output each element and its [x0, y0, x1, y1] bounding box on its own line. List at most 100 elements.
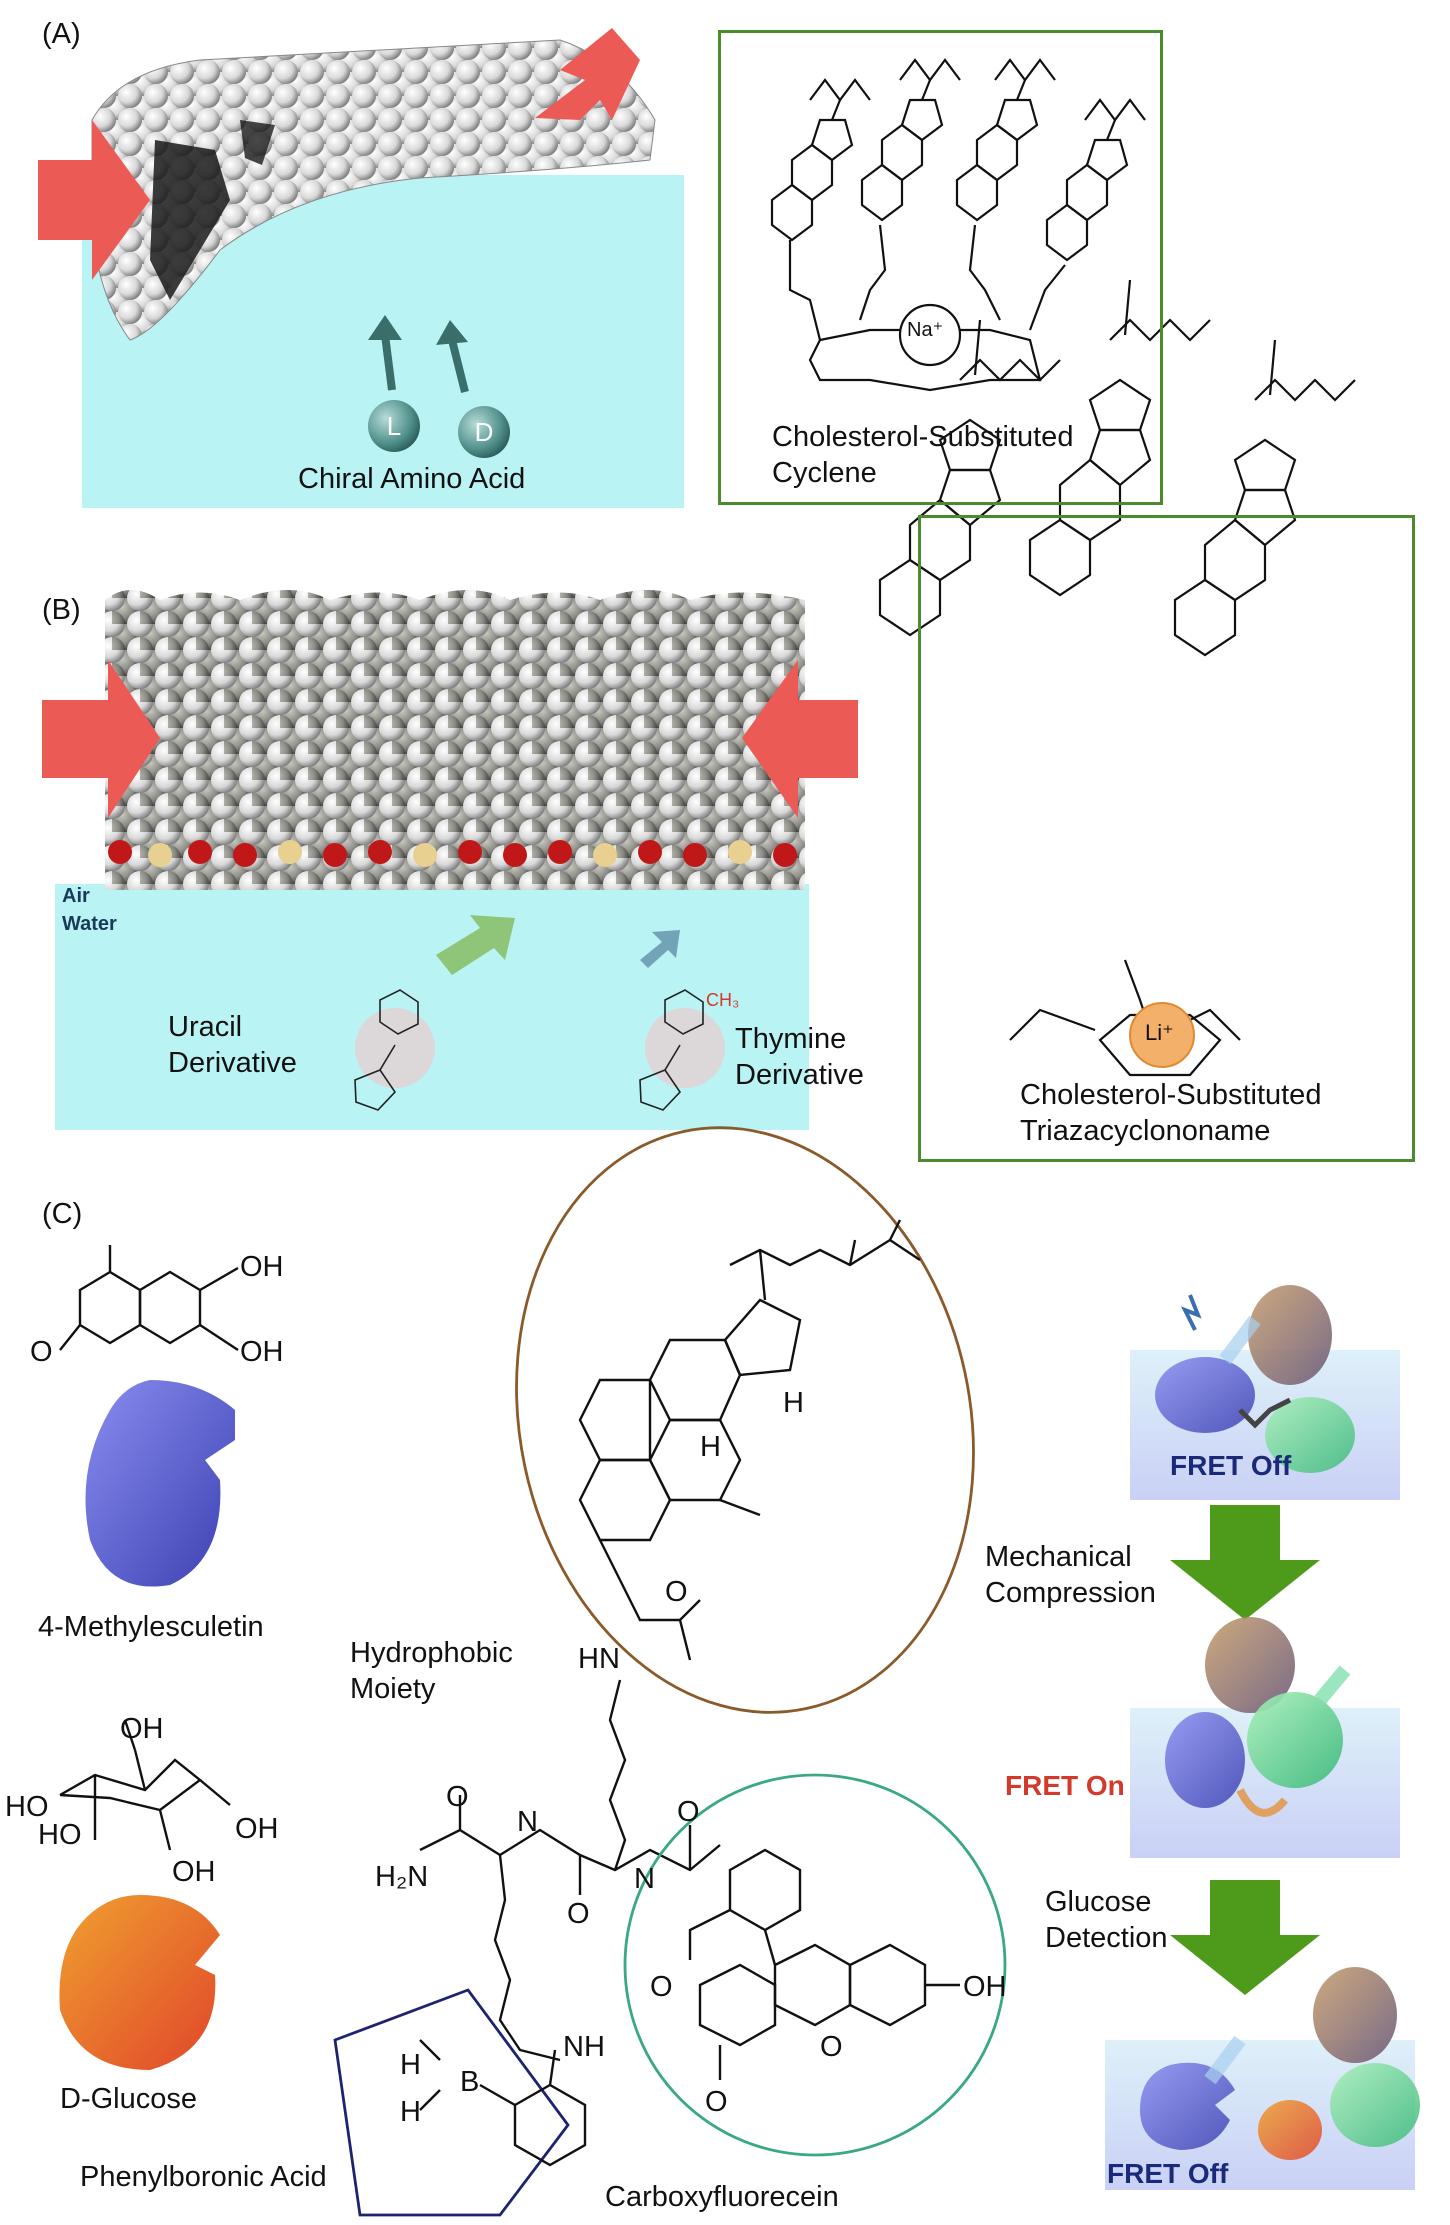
oh-label-5: OH	[235, 1813, 279, 1845]
fret-off-label-1: FRET Off	[1170, 1450, 1292, 1481]
amino-d-ball	[458, 406, 510, 458]
fret-on-label: FRET On	[1005, 1770, 1125, 1801]
fret2-acceptor	[1205, 1617, 1295, 1713]
cholesterol-structure	[578, 1219, 921, 1661]
methyl-label: CH₃	[706, 990, 740, 1010]
glucose-label: D-Glucose	[60, 2083, 197, 2115]
red-arrow-a-right	[535, 28, 640, 120]
oh-label-1: OH	[240, 1251, 284, 1283]
thymine-line2: Derivative	[735, 1059, 864, 1091]
water-label: Water	[62, 913, 117, 935]
hn-label: HN	[578, 1643, 620, 1675]
thymine-molecule	[639, 989, 725, 1111]
fret1-acceptor	[1248, 1285, 1332, 1385]
oh-label-6: OH	[963, 1971, 1007, 2003]
d-label: D	[474, 417, 494, 447]
b-label: B	[460, 2066, 480, 2098]
structure-box-a	[718, 30, 1163, 505]
amino-l-ball	[368, 400, 420, 452]
n-label-1: N	[517, 1806, 538, 1838]
h-label-1: H	[700, 1431, 721, 1463]
uracil-line2: Derivative	[168, 1047, 297, 1079]
arrow-l	[381, 334, 396, 391]
uracil-molecule	[354, 989, 435, 1111]
fret3-green	[1330, 2063, 1420, 2147]
o-label-3: O	[446, 1781, 469, 1813]
glucose-structure	[59, 1719, 231, 1851]
fret1-green	[1265, 1397, 1355, 1473]
thymine-arrow	[640, 930, 680, 968]
h-label-3: H	[400, 2049, 421, 2081]
fluorescein-circle	[623, 1773, 1007, 2157]
h2n-label: H₂N	[375, 1861, 429, 1893]
phenylboronic-label: Phenylboronic Acid	[80, 2161, 327, 2193]
down-arrow-1	[1170, 1505, 1320, 1620]
monolayer-void-1	[150, 140, 230, 300]
na-ion-label: Na⁺	[907, 319, 944, 341]
thymine-line1: Thymine	[735, 1023, 847, 1055]
fret-off-label-2: FRET Off	[1107, 2158, 1229, 2189]
n-label-2: N	[634, 1863, 655, 1895]
head-groups	[108, 840, 797, 867]
mechanical-line2: Compression	[985, 1577, 1156, 1609]
structure-box-b	[918, 515, 1415, 1162]
monolayer-b	[105, 600, 805, 890]
lithium-ion	[1129, 1002, 1195, 1068]
arrow-d	[448, 339, 469, 393]
glucose-detection-line1: Glucose	[1045, 1886, 1152, 1918]
hydrophobic-line2: Moiety	[350, 1673, 436, 1705]
water-slab-b	[55, 884, 809, 1130]
triaza-caption-line1: Cholesterol-Substituted	[1020, 1079, 1322, 1111]
o-label-7: O	[705, 2086, 728, 2118]
fret2-green	[1247, 1692, 1343, 1788]
hydrophobic-ellipse	[515, 1126, 975, 1714]
hydrophobic-line1: Hydrophobic	[350, 1637, 513, 1669]
oh-label-3: OH	[120, 1713, 164, 1745]
l-label: L	[386, 411, 402, 441]
peptide-backbone	[419, 1679, 721, 2062]
red-arrow-b-right	[742, 660, 858, 818]
cyclene-structure	[770, 58, 1146, 392]
glucose-receptor	[59, 1895, 220, 2070]
cyclene-caption-line2: Cyclene	[772, 457, 877, 489]
ho-label-1: HO	[5, 1791, 49, 1823]
methylesculetin-receptor	[85, 1380, 235, 1587]
glucose-detection-line2: Detection	[1045, 1922, 1168, 1954]
carboxyfluorecein-label: Carboxyfluorecein	[605, 2181, 839, 2213]
red-arrow-b-left	[42, 660, 160, 818]
methylesculetin-label: 4-Methylesculetin	[38, 1611, 264, 1643]
panel-b-letter: (B)	[42, 594, 81, 626]
uracil-arrow	[436, 915, 515, 975]
o-label-5: O	[677, 1796, 700, 1828]
monolayer-a	[91, 39, 656, 341]
o-label-2: O	[665, 1576, 688, 1608]
fret1-donor	[1155, 1357, 1255, 1433]
ho-label-2: HO	[38, 1819, 82, 1851]
triaza-caption-line2: Triazacyclononame	[1020, 1115, 1271, 1147]
light-icon-1	[1180, 1294, 1202, 1331]
methylesculetin-structure	[59, 1245, 239, 1352]
red-arrow-a-left	[38, 120, 150, 280]
h-label-4: H	[400, 2096, 421, 2128]
uracil-line1: Uracil	[168, 1011, 243, 1043]
boronic-pentagon	[333, 1988, 570, 2217]
down-arrow-2	[1170, 1880, 1320, 1995]
o-label-4: O	[567, 1898, 590, 1930]
nh-label: NH	[563, 2031, 605, 2063]
triaza-structure	[878, 279, 1356, 1077]
cyclene-caption-line1: Cholesterol-Substituted	[772, 421, 1074, 453]
air-label: Air	[62, 885, 90, 907]
oh-label-2: OH	[240, 1336, 284, 1368]
boronic-structure	[419, 2039, 587, 2167]
o-label-6: O	[650, 1971, 673, 2003]
amino-acid-caption: Chiral Amino Acid	[298, 463, 526, 495]
o-label-8: O	[820, 2031, 843, 2063]
panel-c-letter: (C)	[42, 1198, 83, 1230]
monolayer-void-2	[240, 120, 275, 165]
fret3-donor	[1140, 2062, 1235, 2150]
fret3-acceptor	[1313, 1967, 1397, 2063]
fluorescein-structure	[688, 1848, 960, 2080]
li-ion-label: Li⁺	[1145, 1020, 1174, 1045]
